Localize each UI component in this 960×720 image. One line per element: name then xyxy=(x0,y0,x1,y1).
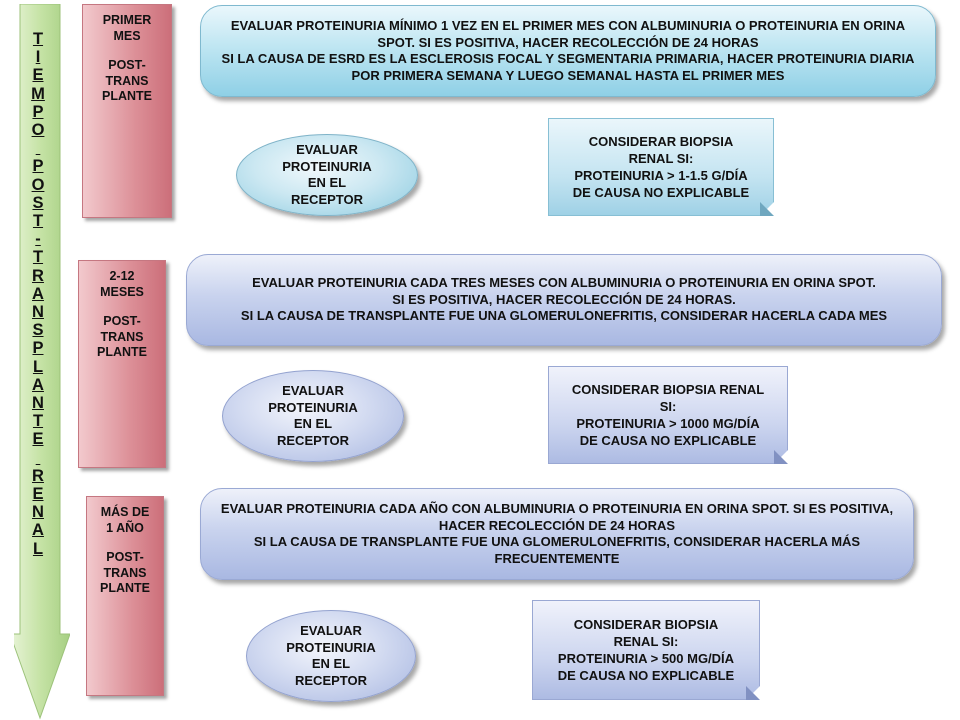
period-label-first-month: PRIMER MES POST- TRANS PLANTE xyxy=(82,4,172,218)
evaluate-ellipse-2-12-months: EVALUAR PROTEINURIA EN EL RECEPTOR xyxy=(222,370,404,462)
biopsy-text: CONSIDERAR BIOPSIA RENAL SI: PROTEINURIA… xyxy=(557,617,735,683)
instruction-box-2-12-months: EVALUAR PROTEINURIA CADA TRES MESES CON … xyxy=(186,254,942,346)
period-head: PRIMER MES xyxy=(102,13,152,43)
instruction-text: EVALUAR PROTEINURIA CADA TRES MESES CON … xyxy=(240,275,888,324)
period-head: MÁS DE 1 AÑO xyxy=(100,505,150,535)
evaluate-text: EVALUAR PROTEINURIA EN EL RECEPTOR xyxy=(286,623,376,688)
evaluate-text: EVALUAR PROTEINURIA EN EL RECEPTOR xyxy=(268,383,358,448)
period-sub: POST- TRANS PLANTE xyxy=(102,58,152,103)
instruction-box-first-month: EVALUAR PROTEINURIA MÍNIMO 1 VEZ EN EL P… xyxy=(200,5,936,97)
period-label-more-than-1-year: MÁS DE 1 AÑO POST- TRANS PLANTE xyxy=(86,496,164,696)
period-head: 2-12 MESES xyxy=(100,269,144,299)
note-fold-icon xyxy=(760,202,774,216)
period-label-2-12-months: 2-12 MESES POST- TRANS PLANTE xyxy=(78,260,166,468)
period-sub: POST- TRANS PLANTE xyxy=(100,550,150,595)
note-fold-icon xyxy=(774,450,788,464)
biopsy-note-more-than-1-year: CONSIDERAR BIOPSIA RENAL SI: PROTEINURIA… xyxy=(532,600,760,700)
period-sub: POST- TRANS PLANTE xyxy=(97,314,147,359)
biopsy-note-2-12-months: CONSIDERAR BIOPSIA RENAL SI: PROTEINURIA… xyxy=(548,366,788,464)
instruction-text: EVALUAR PROTEINURIA CADA AÑO CON ALBUMIN… xyxy=(220,501,894,566)
evaluate-text: EVALUAR PROTEINURIA EN EL RECEPTOR xyxy=(282,142,372,207)
biopsy-note-first-month: CONSIDERAR BIOPSIA RENAL SI: PROTEINURIA… xyxy=(548,118,774,216)
note-fold-icon xyxy=(746,686,760,700)
timeline-label: T I E M P O P O S T - T R A N S P L A N … xyxy=(31,30,45,558)
timeline-arrow xyxy=(14,4,70,720)
evaluate-ellipse-first-month: EVALUAR PROTEINURIA EN EL RECEPTOR xyxy=(236,134,418,216)
evaluate-ellipse-more-than-1-year: EVALUAR PROTEINURIA EN EL RECEPTOR xyxy=(246,610,416,702)
instruction-box-more-than-1-year: EVALUAR PROTEINURIA CADA AÑO CON ALBUMIN… xyxy=(200,488,914,580)
biopsy-text: CONSIDERAR BIOPSIA RENAL SI: PROTEINURIA… xyxy=(572,134,750,200)
instruction-text: EVALUAR PROTEINURIA MÍNIMO 1 VEZ EN EL P… xyxy=(221,18,915,83)
biopsy-text: CONSIDERAR BIOPSIA RENAL SI: PROTEINURIA… xyxy=(571,382,765,448)
